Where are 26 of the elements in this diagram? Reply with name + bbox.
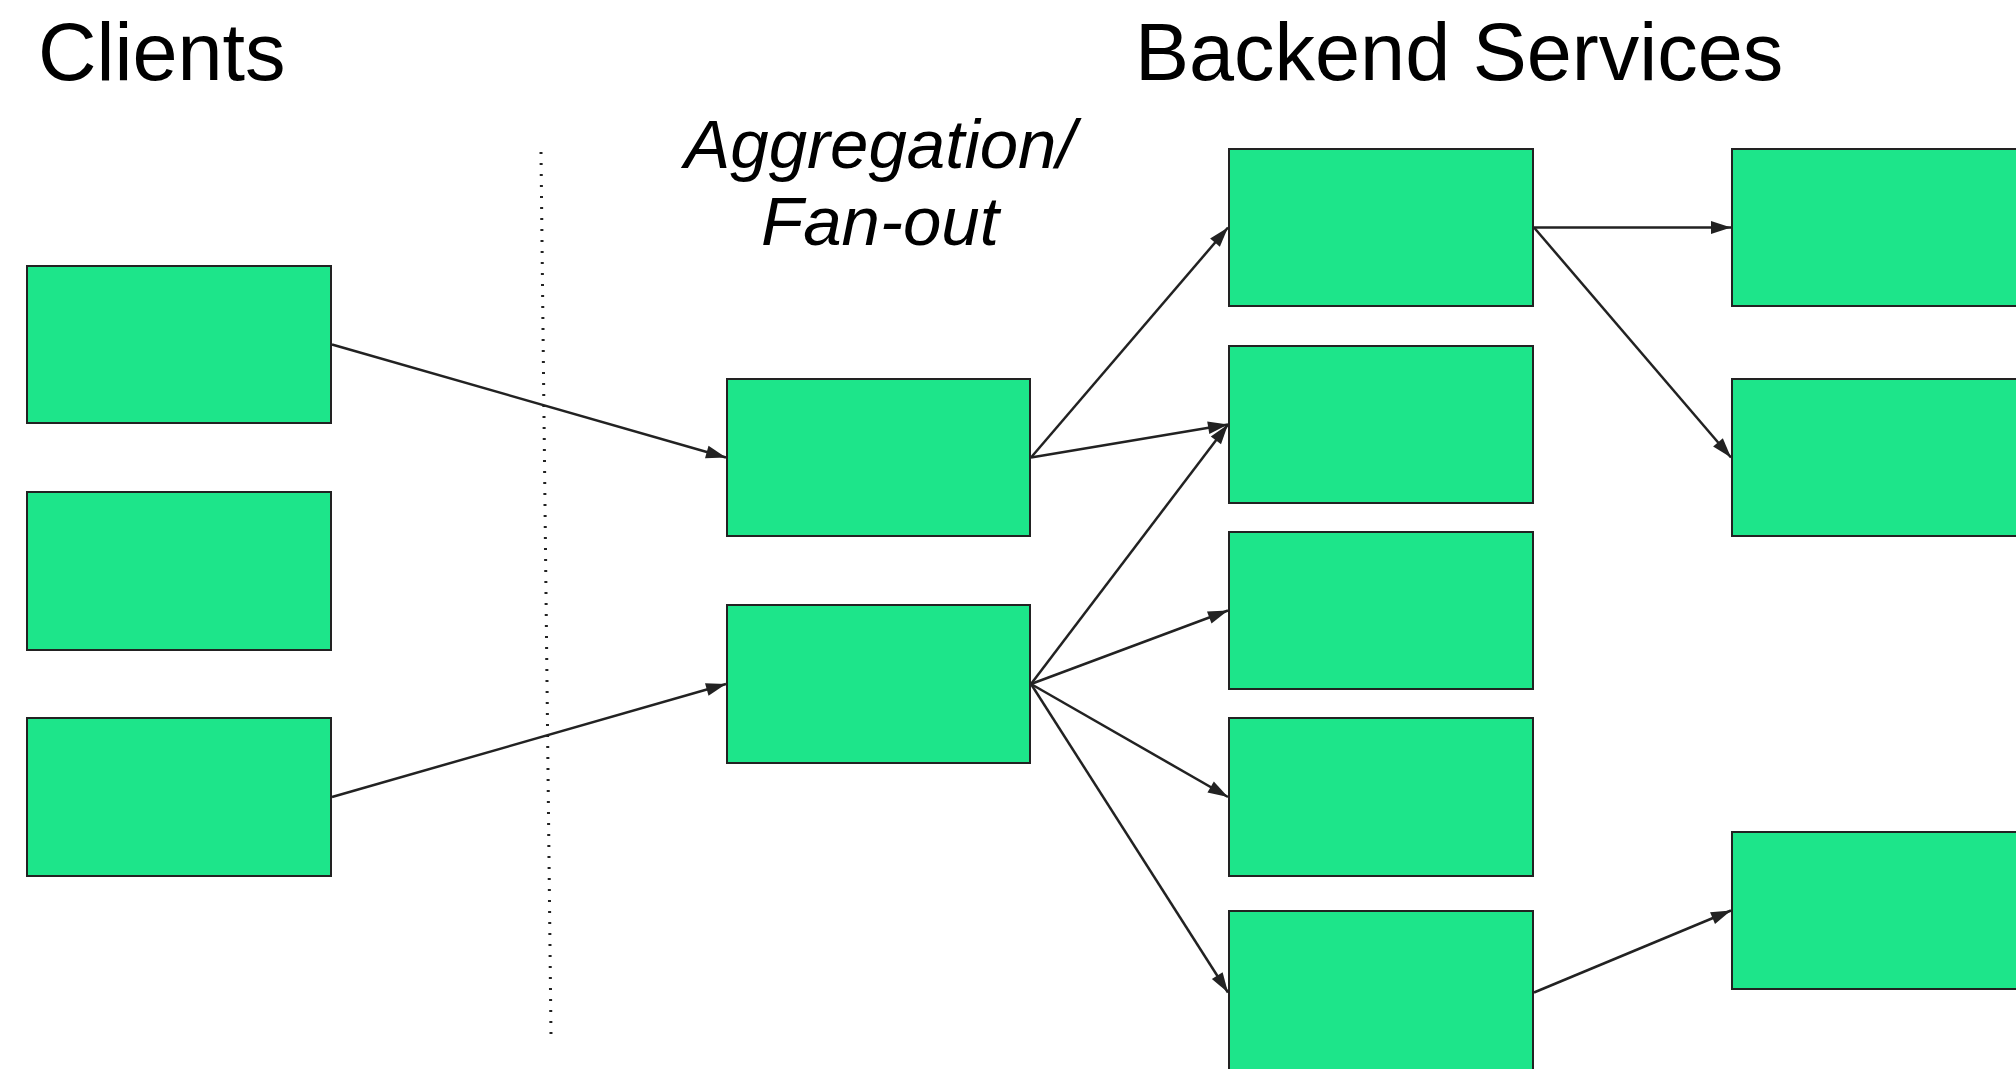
arrow (1030, 226, 1229, 459)
arrow (1030, 682, 1229, 799)
arrow (1030, 609, 1229, 686)
arrow (1030, 420, 1229, 459)
service-box (1731, 378, 2016, 537)
service-box (1228, 910, 1534, 1069)
service-box (1731, 148, 2016, 307)
service-box (1228, 717, 1534, 877)
service-box (26, 717, 332, 877)
arrow (331, 343, 727, 460)
arrow (1534, 221, 1731, 234)
arrow (1533, 909, 1732, 994)
arrow (1030, 423, 1229, 685)
service-box (1228, 345, 1534, 504)
service-box (26, 491, 332, 651)
arrow (331, 682, 727, 799)
service-box (1228, 148, 1534, 307)
service-box (726, 378, 1031, 537)
service-box (1228, 531, 1534, 690)
column-heading: Clients (38, 6, 286, 99)
service-box (726, 604, 1031, 764)
column-heading: Aggregation/ Fan-out (630, 106, 1130, 261)
service-box (26, 265, 332, 424)
column-heading: Backend Services (1135, 6, 1784, 99)
service-box (1731, 831, 2016, 990)
arrow (1533, 226, 1732, 459)
